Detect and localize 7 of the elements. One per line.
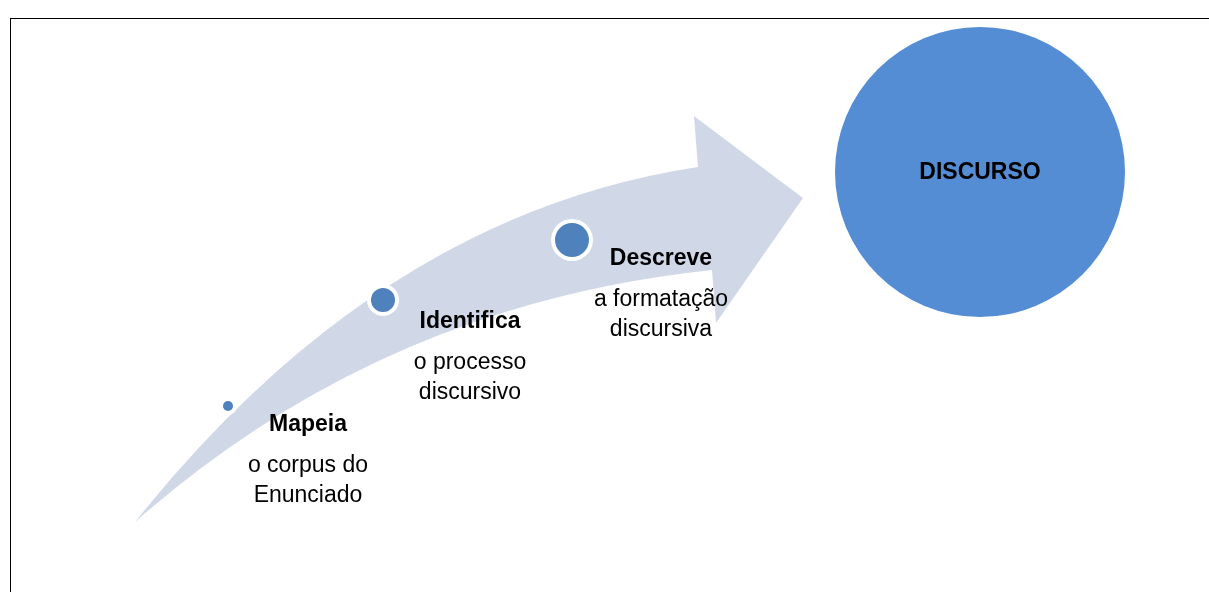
step-heading: Identifica <box>419 306 521 334</box>
step-heading: Descreve <box>609 243 713 271</box>
circle-label: DISCURSO <box>919 157 1041 185</box>
step-description: o corpus do Enunciado <box>246 450 370 509</box>
step-description: o processo discursivo <box>412 347 528 406</box>
step-description: a formatação discursiva <box>592 284 730 343</box>
step-heading: Mapeia <box>269 409 347 437</box>
